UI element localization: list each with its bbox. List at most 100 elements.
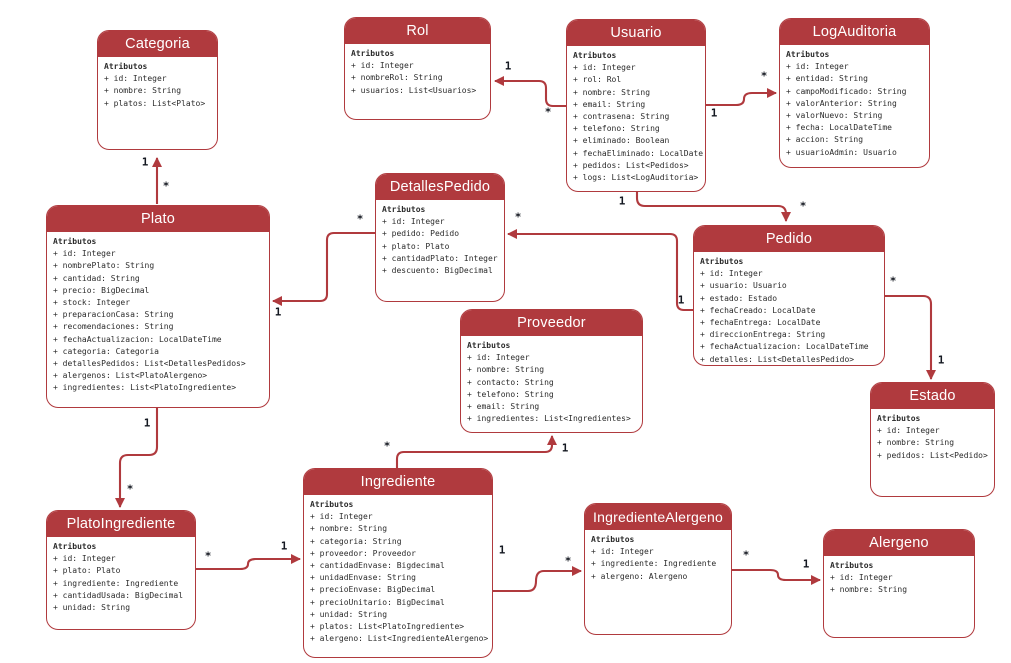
class-attribute: + fechaEliminado: LocalDate	[573, 148, 704, 158]
class-attribute: + nombre: String	[104, 86, 182, 96]
class-attribute: + fecha: LocalDateTime	[786, 123, 892, 133]
class-attribute: + ingrediente: Ingrediente	[591, 559, 717, 569]
attribute-list: + id: Integer+ nombrePlato: String+ cant…	[53, 248, 263, 394]
class-attribute: + id: Integer	[53, 249, 116, 259]
class-attribute: + cantidadUsada: BigDecimal	[53, 590, 184, 600]
class-title: Usuario	[567, 20, 705, 46]
attribute-list: + id: Integer+ rol: Rol+ nombre: String+…	[573, 62, 704, 184]
class-platoingrediente: PlatoIngrediente Atributos + id: Integer…	[46, 510, 196, 630]
class-title: Ingrediente	[304, 469, 492, 495]
class-attribute: + eliminado: Boolean	[573, 136, 670, 146]
class-attribute: + valorNuevo: String	[786, 111, 883, 121]
connector-ingredientealergeno-alergeno	[732, 568, 821, 585]
class-attribute: + id: Integer	[786, 62, 849, 72]
class-alergeno: Alergeno Atributos + id: Integer+ nombre…	[823, 529, 975, 638]
multiplicity-one: 1	[677, 293, 685, 307]
attribute-list: + id: Integer+ pedido: Pedido+ plato: Pl…	[382, 216, 498, 277]
attributes-section-label: Atributos	[467, 341, 511, 350]
class-attribute: + ingrediente: Ingrediente	[53, 578, 179, 588]
multiplicity-one: 1	[561, 441, 569, 455]
multiplicity-many: *	[204, 549, 212, 563]
class-pedido: Pedido Atributos + id: Integer+ usuario:…	[693, 225, 885, 366]
multiplicity-many: *	[162, 179, 170, 193]
class-attribute: + usuario: Usuario	[700, 281, 787, 291]
multiplicity-one: 1	[710, 106, 718, 120]
class-attribute: + estado: Estado	[700, 293, 778, 303]
attribute-list: + id: Integer+ ingrediente: Ingrediente+…	[591, 546, 725, 583]
class-attribute: + alergeno: Alergeno	[591, 571, 688, 581]
class-attribute: + fechaActualizacion: LocalDateTime	[700, 342, 869, 352]
attributes-section-label: Atributos	[700, 257, 744, 266]
attribute-list: + id: Integer+ nombre: String+ categoria…	[310, 511, 488, 645]
multiplicity-one: 1	[937, 353, 945, 367]
attribute-list: + id: Integer + nombre: String + platos: L…	[104, 73, 211, 110]
class-attribute: + unidad: String	[310, 609, 388, 619]
attributes-section-label: Atributos	[573, 51, 617, 60]
multiplicity-many: *	[742, 548, 750, 562]
attribute-list: + id: Integer+ plato: Plato+ ingrediente…	[53, 553, 189, 614]
class-attribute: + nombreRol: String	[351, 73, 443, 83]
attributes-section-label: Atributos	[53, 237, 97, 246]
class-attribute: + contrasena: String	[573, 112, 670, 122]
attribute-list: + id: Integer+ usuario: Usuario+ estado:…	[700, 268, 878, 365]
class-rol: Rol Atributos + id: Integer+ nombreRol: …	[344, 17, 491, 120]
class-attribute: + fechaActualizacion: LocalDateTime	[53, 334, 222, 344]
class-attribute: + contacto: String	[467, 377, 554, 387]
class-attribute: + id: Integer	[351, 61, 414, 71]
multiplicity-one: 1	[504, 59, 512, 73]
attributes-section-label: Atributos	[591, 535, 635, 544]
connector-plato-platoingrediente	[115, 408, 159, 508]
attributes-section-label: Atributos	[310, 500, 354, 509]
class-attribute: + pedidos: List<Pedido>	[877, 450, 988, 460]
class-attribute: + id: Integer	[467, 353, 530, 363]
multiplicity-many: *	[799, 199, 807, 213]
class-attribute: + detallesPedidos: List<DetallesPedidos>	[53, 359, 246, 369]
class-title: Categoria	[98, 31, 217, 57]
class-attribute: + ingredientes: List<Ingredientes>	[467, 414, 631, 424]
class-attribute: + id: Integer	[573, 63, 636, 73]
class-attribute: + usuarioAdmin: Usuario	[786, 147, 897, 157]
class-attribute: + unidadEnvase: String	[310, 573, 416, 583]
class-attribute: + email: String	[467, 402, 540, 412]
class-attribute: + id: Integer	[104, 74, 167, 84]
multiplicity-one: 1	[141, 155, 149, 169]
multiplicity-many: *	[760, 69, 768, 83]
attributes-section-label: Atributos	[786, 50, 830, 59]
class-estado: Estado Atributos + id: Integer+ nombre: …	[870, 382, 995, 497]
multiplicity-many: *	[383, 439, 391, 453]
class-attribute: + rol: Rol	[573, 75, 622, 85]
class-attribute: + plato: Plato	[53, 566, 121, 576]
class-attribute: + telefono: String	[573, 124, 660, 134]
attributes-section-label: Atributos	[830, 561, 874, 570]
attributes-section-label: Atributos	[104, 62, 148, 71]
class-attribute: + plato: Plato	[382, 241, 450, 251]
class-ingrediente: Ingrediente Atributos + id: Integer+ nom…	[303, 468, 493, 658]
class-attribute: + preparacionCasa: String	[53, 310, 174, 320]
class-title: Alergeno	[824, 530, 974, 556]
class-title: DetallesPedido	[376, 174, 504, 200]
class-attribute: + logs: List<LogAuditoria>	[573, 173, 699, 183]
class-attribute: + cantidadPlato: Integer	[382, 253, 498, 263]
class-attribute: + usuarios: List<Usuarios>	[351, 85, 477, 95]
class-usuario: Usuario Atributos + id: Integer + rol: Ro…	[566, 19, 706, 192]
attribute-list: + id: Integer+ nombre: String	[830, 572, 968, 596]
class-attribute: + descuento: BigDecimal	[382, 266, 493, 276]
multiplicity-one: 1	[274, 305, 282, 319]
multiplicity-many: *	[356, 212, 364, 226]
connector-ingrediente-ingredientealergeno	[493, 566, 582, 593]
connector-platoingrediente-ingrediente	[196, 554, 301, 571]
class-attribute: + precioEnvase: BigDecimal	[310, 585, 436, 595]
class-title: Rol	[345, 18, 490, 44]
class-attribute: + platos: List<Plato>	[104, 98, 206, 108]
class-title: IngredienteAlergeno	[585, 504, 731, 530]
attribute-list: + id: Integer + nombreRol: String + usuari…	[351, 60, 484, 97]
class-attribute: + nombre: String	[467, 365, 545, 375]
class-attribute: + ingredientes: List<PlatoIngrediente>	[53, 383, 237, 393]
multiplicity-many: *	[514, 210, 522, 224]
connector-usuario-pedido	[635, 192, 791, 222]
class-attribute: + nombrePlato: String	[53, 261, 155, 271]
class-attribute: + valorAnterior: String	[786, 98, 897, 108]
attributes-section-label: Atributos	[53, 542, 97, 551]
